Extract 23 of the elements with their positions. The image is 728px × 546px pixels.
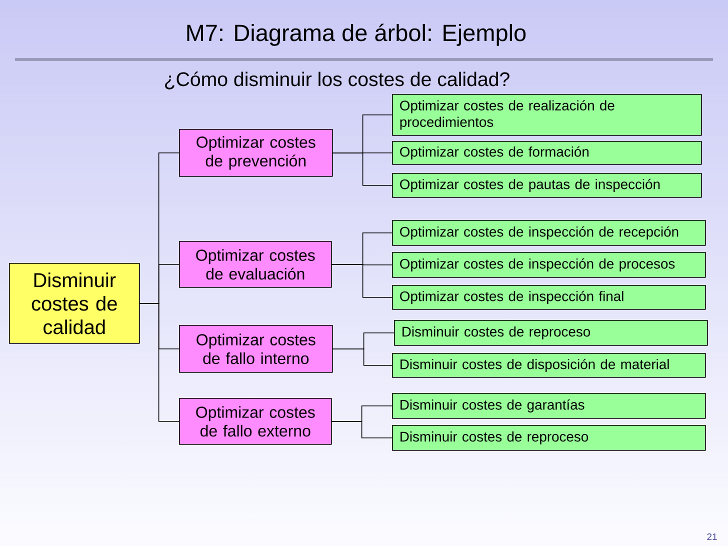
action-box: Disminuir costes de reproceso [394,320,708,346]
action-box: Disminuir costes de reproceso [392,425,706,451]
page-number: 21 [707,533,717,540]
connector-line [331,264,392,298]
slide-title: M7: Diagrama de árbol: Ejemplo [187,24,526,46]
action-box: Optimizar costes de pautas de inspección [392,173,702,198]
sub-goal-box: Optimizar costes de prevención [179,129,333,177]
action-box: Optimizar costes de formación [392,141,702,165]
action-box: Optimizar costes de realización de procedimientos [392,94,702,136]
action-box: Optimizar costes de inspección de recepción [392,220,706,246]
connector-line [139,303,180,422]
connector-line [331,421,392,438]
question-heading: ¿Cómo disminuir los costes de calidad? [165,72,510,90]
sub-goal-box: Optimizar costes de fallo interno [179,325,333,373]
connector-line [332,348,392,366]
action-box: Disminuir costes de disposición de material [392,353,706,378]
action-box: Optimizar costes de inspección de procesos [392,252,706,278]
action-box: Optimizar costes de inspección final [392,285,706,310]
action-box: Disminuir costes de garantías [392,393,706,419]
sub-goal-box: Optimizar costes de evaluación [179,241,332,288]
sub-goal-box: Optimizar costes de fallo externo [179,398,332,445]
goal-box: Disminuir costes de calidad [9,263,140,344]
connector-line [332,152,392,186]
